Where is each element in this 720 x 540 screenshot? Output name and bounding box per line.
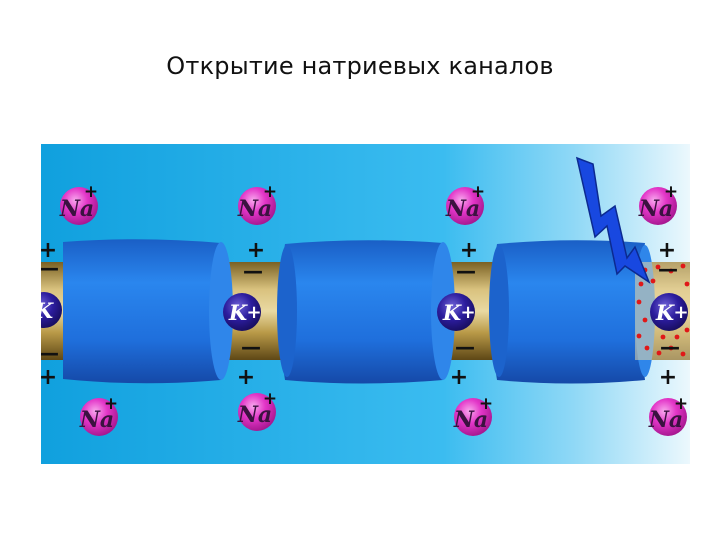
- charge-sign: —: [41, 341, 59, 365]
- membrane-charges: + — — +: [41, 238, 59, 390]
- charge-sign: +: [237, 365, 255, 390]
- myelin-segment: [63, 239, 233, 384]
- axon-diagram: K K + K + K + Na + Na + Na: [41, 144, 690, 464]
- potassium-label: K: [228, 300, 248, 325]
- sodium-label: Na: [79, 407, 114, 433]
- sodium-ion: Na +: [237, 182, 277, 225]
- potassium-label: K: [41, 298, 54, 323]
- charge-sign: —: [455, 335, 475, 359]
- charge-sign: —: [456, 259, 476, 283]
- axon-svg: K K + K + K + Na + Na + Na: [41, 144, 690, 464]
- sodium-label: Na: [648, 407, 683, 433]
- membrane-charges: + — — +: [450, 238, 478, 390]
- charge-sign: +: [471, 182, 485, 202]
- charge-sign: —: [658, 257, 678, 281]
- charge-sign: +: [460, 302, 475, 323]
- charge-sign: —: [41, 256, 59, 280]
- slide-title: Открытие натриевых каналов: [166, 52, 554, 80]
- charge-sign: +: [664, 182, 678, 202]
- potassium-ion: K +: [650, 293, 689, 331]
- sodium-ion: Na +: [445, 182, 485, 225]
- membrane-charges: + — — +: [658, 238, 680, 390]
- myelin-segment: [277, 240, 455, 384]
- sodium-label: Na: [237, 402, 272, 428]
- charge-sign: +: [479, 394, 493, 414]
- charge-sign: —: [660, 335, 680, 359]
- potassium-label: K: [655, 300, 675, 325]
- sodium-ion: Na +: [237, 389, 277, 431]
- sodium-ion: Na +: [59, 182, 98, 225]
- potassium-ion: K +: [437, 293, 476, 331]
- sodium-label: Na: [638, 196, 673, 222]
- charge-sign: +: [263, 182, 277, 202]
- sodium-label: Na: [59, 196, 94, 222]
- sodium-label: Na: [445, 196, 480, 222]
- charge-sign: +: [263, 389, 277, 409]
- charge-sign: +: [104, 394, 118, 414]
- charge-sign: +: [41, 365, 57, 390]
- charge-sign: +: [460, 238, 478, 263]
- sodium-ion: Na +: [648, 394, 688, 436]
- lightning-bolt-icon: [575, 156, 651, 284]
- charge-sign: +: [246, 302, 261, 323]
- charge-sign: —: [241, 335, 261, 359]
- charge-sign: +: [84, 182, 98, 202]
- sodium-ion: Na +: [79, 394, 118, 436]
- potassium-label: K: [442, 300, 462, 325]
- sodium-ion: Na +: [453, 394, 493, 436]
- potassium-ion: K +: [223, 293, 262, 331]
- charge-sign: +: [674, 394, 688, 414]
- sodium-ion: Na +: [638, 182, 678, 225]
- charge-sign: +: [450, 365, 468, 390]
- potassium-ion: K: [41, 292, 62, 328]
- sodium-label: Na: [237, 196, 272, 222]
- sodium-label: Na: [453, 407, 488, 433]
- charge-sign: —: [243, 259, 263, 283]
- charge-sign: +: [659, 365, 677, 390]
- charge-sign: +: [673, 302, 688, 323]
- charge-sign: +: [658, 238, 676, 263]
- charge-sign: +: [41, 238, 57, 263]
- membrane-charges: + — — +: [237, 238, 265, 390]
- charge-sign: +: [247, 238, 265, 263]
